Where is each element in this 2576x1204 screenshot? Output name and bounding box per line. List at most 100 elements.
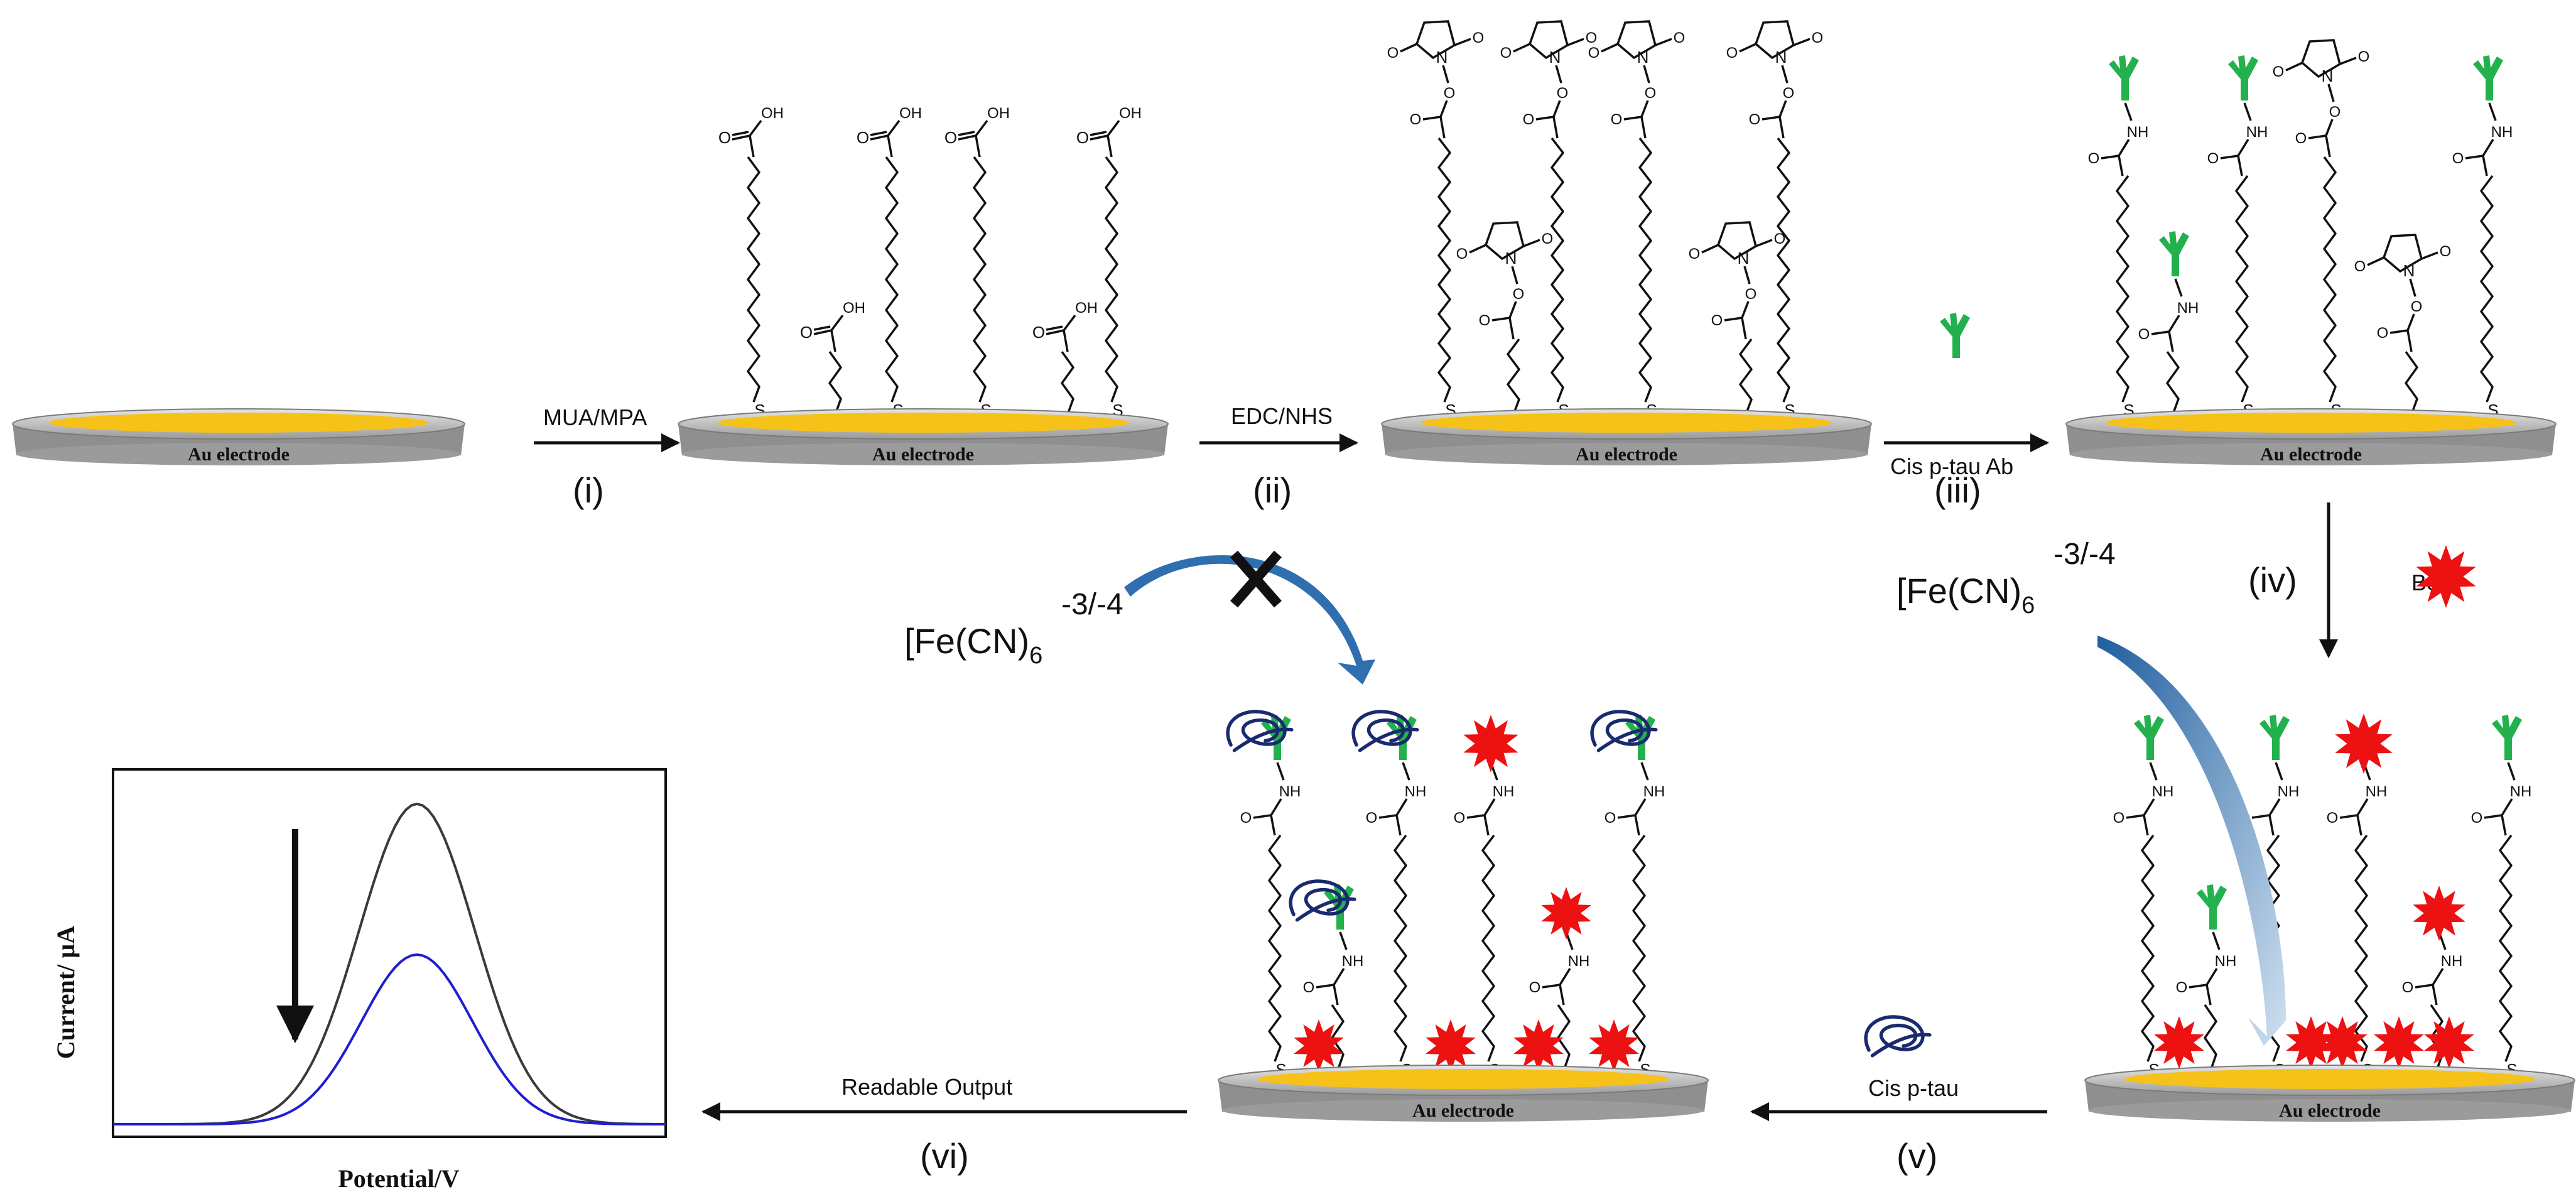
step-3-reagent: Cis p-tau Ab: [1890, 453, 2013, 479]
bond: [1762, 116, 1780, 121]
oxygen-atom: O: [2113, 810, 2125, 827]
gold-layer: [717, 413, 1129, 433]
step-5-reagent: Cis p-tau: [1868, 1075, 1959, 1101]
oxygen-atom: O: [1611, 111, 1623, 128]
antibody-icon: [2197, 884, 2227, 930]
bond: [1439, 116, 1446, 139]
bond: [2124, 102, 2133, 121]
bsa-icon: [2286, 1016, 2336, 1069]
bond: [1567, 38, 1584, 46]
bond: [2432, 984, 2438, 1006]
bsa-icon: [2413, 886, 2465, 941]
bond: [1454, 38, 1471, 46]
bond: [1395, 815, 1402, 836]
oxygen-atom: O: [2176, 979, 2188, 996]
ptau-strand: [1226, 710, 1294, 752]
alkyl-chain: [2235, 175, 2249, 403]
amine-label: NH: [1643, 783, 1665, 800]
bsa-icon: [2424, 1016, 2474, 1069]
bond: [749, 119, 762, 137]
oxygen-atom: O: [1456, 246, 1468, 263]
oxygen-atom: O: [1689, 246, 1701, 263]
bond: [2285, 62, 2303, 72]
oxygen-atom: O: [1783, 85, 1795, 102]
bond: [1743, 266, 1751, 285]
bond: [2325, 135, 2331, 158]
ptau-strand: [1590, 710, 1658, 752]
antibody-icon: [2109, 55, 2139, 100]
bond: [2465, 155, 2484, 160]
bond: [2501, 815, 2507, 836]
succinimide-ring: [2300, 39, 2342, 79]
bond: [1333, 968, 1345, 985]
bond: [2243, 102, 2252, 121]
alkyl-chain: [747, 156, 760, 403]
bond: [1107, 135, 1113, 158]
bsa-icon: [1294, 1019, 1344, 1072]
oxygen-atom: O: [1749, 111, 1761, 128]
electrode-base: [2089, 1099, 2571, 1122]
bond: [2212, 931, 2221, 950]
oxygen-atom: O: [2402, 979, 2414, 996]
bond: [2482, 139, 2494, 156]
alkyl-chain: [973, 156, 987, 403]
bond: [2143, 798, 2155, 816]
step-1-numeral: (i): [573, 470, 604, 510]
antibody-shape: [1940, 313, 1970, 358]
bond: [2189, 984, 2207, 989]
alkyl-chain: [828, 350, 842, 415]
bond: [2118, 155, 2124, 176]
oxygen-atom: O: [1479, 312, 1491, 329]
alkyl-chain: [1061, 350, 1074, 415]
bond: [1724, 317, 1743, 322]
succinimide-ring: [1754, 20, 1795, 60]
bond: [2237, 155, 2243, 176]
au-electrode: Au electrode: [2084, 1065, 2575, 1122]
bond: [870, 134, 889, 141]
electrode-base: [16, 443, 461, 465]
bond: [2126, 814, 2145, 819]
oxygen-atom: O: [1674, 30, 1686, 46]
bond: [2143, 815, 2149, 836]
oxygen-atom: O: [2411, 298, 2423, 315]
bond: [1491, 317, 1510, 322]
bond: [1778, 116, 1785, 139]
bond: [2488, 102, 2497, 121]
step-1-reagent: MUA/MPA: [543, 404, 647, 430]
ferricyanide-flow-arrow: [2097, 636, 2286, 1046]
bond: [749, 135, 755, 158]
bond: [813, 325, 831, 331]
bond: [1511, 266, 1518, 285]
oxygen-atom: O: [2295, 130, 2307, 147]
bond: [2251, 814, 2270, 819]
bond: [2101, 155, 2119, 160]
bond: [1617, 814, 1636, 819]
bond: [1339, 931, 1348, 950]
bond: [1755, 239, 1773, 247]
step-2-numeral: (ii): [1253, 470, 1292, 510]
bond: [2275, 762, 2283, 781]
stage-5-blocked: ONHSONHSONHSONHSONHSONHS: [2097, 636, 2531, 1088]
antibody-shape: [2109, 55, 2139, 100]
bond: [1333, 984, 1339, 1006]
bsa-icon: [2416, 545, 2476, 608]
bond: [1559, 984, 1565, 1006]
alkyl-chain: [1105, 156, 1118, 403]
antibody-icon: [2159, 231, 2189, 276]
stage-2-sam: OOHSOOHSOOHSOOHSOOHSOOHS: [718, 105, 1142, 432]
bond: [1640, 116, 1647, 139]
oxygen-atom: O: [1774, 230, 1786, 247]
oxygen-atom: O: [1542, 230, 1554, 247]
oxygen-atom: O: [1303, 979, 1315, 996]
bond: [1090, 134, 1108, 141]
bsa-icon: [1426, 1019, 1476, 1072]
amine-label: NH: [2278, 783, 2300, 800]
electrode-base: [682, 443, 1164, 465]
bond: [830, 330, 836, 352]
bond: [1634, 815, 1640, 836]
oxygen-atom: O: [2329, 104, 2341, 121]
probe-label-right: [Fe(CN)6 -3/-4: [1897, 538, 2116, 619]
bond: [1523, 239, 1540, 247]
bond: [870, 131, 887, 136]
